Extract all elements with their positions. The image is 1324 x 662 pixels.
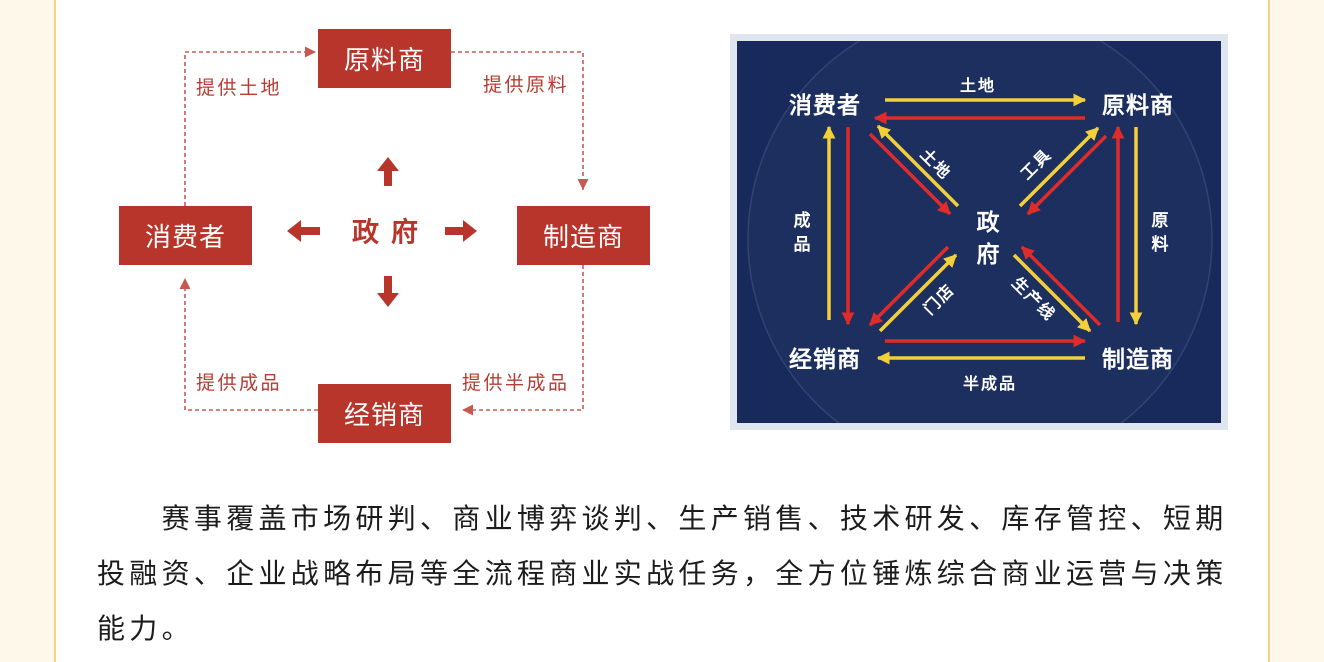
right-diagram-arrows [747, 41, 1213, 423]
body-paragraph: 赛事覆盖市场研判、商业博弈谈判、生产销售、技术研发、库存管控、短期投融资、企业战… [97, 502, 1228, 645]
decorative-ring [747, 41, 1213, 423]
node-distributor-label: 经销商 [343, 401, 425, 431]
rd-edge-label-right: 原料 [1147, 211, 1168, 259]
rd-node-raw-material: 原料商 [1102, 93, 1174, 119]
arrow-diag-top-left-yellow [876, 124, 960, 208]
government-arrow-down-icon [377, 276, 399, 307]
arrow-diag-top-right-yellow [1018, 126, 1100, 208]
rd-edge-label-top: 土地 [959, 76, 997, 95]
dashed-arrow-manufacturer-to-distributor [462, 265, 584, 416]
rd-node-consumer: 消费者 [789, 93, 861, 119]
left-diagram-connectors [179, 46, 589, 416]
government-relationship-diagram: 消费者 原料商 经销商 制造商 政府 土地 半成品 成品 原料 土地 工具 门店… [730, 34, 1228, 430]
arrow-diag-bottom-left-yellow [878, 253, 958, 333]
node-manufacturer-label: 制造商 [542, 223, 624, 253]
rd-edge-label-left: 成品 [789, 211, 810, 259]
rd-edge-label-bottom: 半成品 [962, 374, 1018, 393]
center-government-label: 政府 [352, 217, 430, 249]
government-arrow-right-icon [445, 220, 477, 242]
rd-node-manufacturer: 制造商 [1102, 347, 1174, 373]
node-manufacturer: 制造商 [517, 206, 650, 265]
government-arrow-left-icon [287, 220, 320, 242]
edge-label-provide-finished: 提供成品 [196, 372, 283, 394]
supply-chain-flow-diagram: 原料商 消费者 制造商 经销商 提供土地 提供原料 提供半成品 提供成品 政府 [100, 20, 680, 460]
edge-label-provide-raw-material: 提供原料 [483, 74, 570, 96]
edge-label-provide-land: 提供土地 [196, 77, 283, 99]
dashed-arrow-distributor-to-consumer [179, 278, 318, 411]
dashed-arrow-consumer-to-raw-material [184, 46, 316, 206]
arrow-diag-top-right-red [1026, 134, 1108, 216]
node-raw-material-label: 原料商 [343, 46, 425, 76]
node-consumer-label: 消费者 [144, 223, 226, 253]
rd-center-government: 政府 [972, 210, 998, 274]
rd-node-distributor: 经销商 [789, 347, 861, 373]
government-arrow-up-icon [377, 157, 399, 186]
arrow-diag-bottom-right-red [1020, 245, 1102, 327]
arrow-diag-bottom-right-yellow [1012, 253, 1092, 333]
node-consumer: 消费者 [119, 206, 252, 265]
edge-label-provide-semi-finished: 提供半成品 [462, 372, 570, 394]
node-distributor: 经销商 [318, 384, 451, 443]
dashed-arrow-raw-material-to-manufacturer [451, 51, 589, 190]
arrow-diag-top-left-red [868, 132, 952, 216]
node-raw-material: 原料商 [318, 29, 451, 88]
arrow-diag-bottom-left-red [868, 245, 950, 327]
